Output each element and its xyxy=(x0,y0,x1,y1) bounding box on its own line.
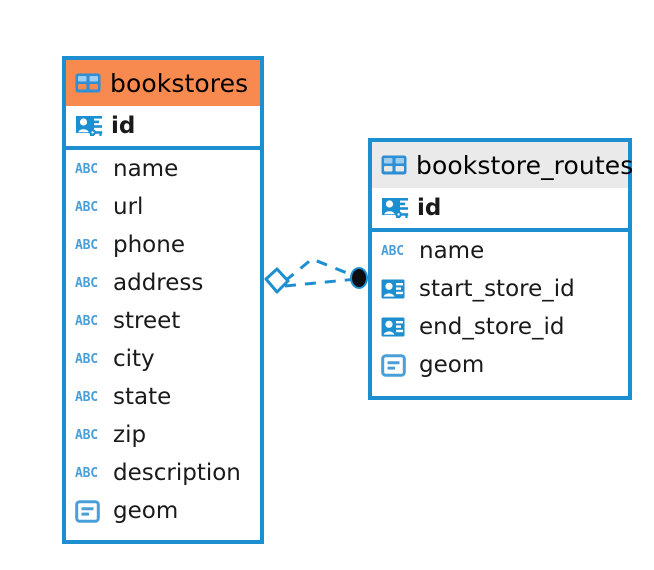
field-label-zip: zip xyxy=(113,421,147,448)
field-label-geom: geom xyxy=(113,497,179,524)
primary-key-icon xyxy=(75,113,103,139)
field-row-end-store-id[interactable]: end_store_id xyxy=(372,308,628,346)
field-row-geom[interactable]: geom xyxy=(66,492,260,530)
table-icon xyxy=(75,73,101,93)
field-row-geom[interactable]: geom xyxy=(372,346,628,384)
field-row-id[interactable]: id xyxy=(66,106,260,150)
field-label-city: city xyxy=(113,345,155,372)
entity-bookstores[interactable]: bookstores xyxy=(62,56,264,544)
entity-fields-bookstore-routes: id ABC name start_store_id xyxy=(372,188,628,384)
abc-icon: ABC xyxy=(75,199,98,215)
entity-title-bookstores: bookstores xyxy=(110,68,249,98)
geometry-icon xyxy=(75,499,105,523)
field-label-phone: phone xyxy=(113,231,185,258)
foreign-key-icon xyxy=(381,316,411,338)
field-label-start-store-id: start_store_id xyxy=(419,275,575,302)
field-row-start-store-id[interactable]: start_store_id xyxy=(372,270,628,308)
entity-header-bookstore-routes[interactable]: bookstore_routes xyxy=(372,142,633,188)
field-label-name: name xyxy=(113,155,179,182)
entity-bookstore-routes[interactable]: bookstore_routes xyxy=(368,138,633,400)
field-row-name[interactable]: ABC name xyxy=(66,150,260,188)
field-row-id[interactable]: id xyxy=(372,188,628,232)
entity-header-bookstores[interactable]: bookstores xyxy=(66,60,260,106)
entity-fields-bookstores: id ABC name ABC url ABC phone ABC addres… xyxy=(66,106,260,530)
field-label-name: name xyxy=(419,237,485,264)
relationship-branch-lower xyxy=(284,277,358,288)
open-diamond-marker xyxy=(264,267,290,294)
abc-icon: ABC xyxy=(75,313,98,329)
abc-icon: ABC xyxy=(381,243,404,259)
field-label-id: id xyxy=(417,194,442,221)
field-row-phone[interactable]: ABC phone xyxy=(66,226,260,264)
abc-icon: ABC xyxy=(75,465,98,481)
abc-icon: ABC xyxy=(75,275,98,291)
field-row-zip[interactable]: ABC zip xyxy=(66,416,260,454)
foreign-key-icon xyxy=(381,278,411,300)
filled-circle-marker xyxy=(350,267,368,289)
primary-key-icon xyxy=(381,195,409,221)
field-row-url[interactable]: ABC url xyxy=(66,188,260,226)
field-label-geom: geom xyxy=(419,351,485,378)
field-label-url: url xyxy=(113,193,144,220)
abc-icon: ABC xyxy=(75,351,98,367)
table-icon xyxy=(381,155,407,175)
relationship-branch-upper xyxy=(284,257,358,283)
abc-icon: ABC xyxy=(75,389,98,405)
field-label-state: state xyxy=(113,383,172,410)
field-row-city[interactable]: ABC city xyxy=(66,340,260,378)
abc-icon: ABC xyxy=(75,161,98,177)
field-label-id: id xyxy=(111,112,136,139)
field-row-street[interactable]: ABC street xyxy=(66,302,260,340)
geometry-icon xyxy=(381,353,411,377)
field-row-description[interactable]: ABC description xyxy=(66,454,260,492)
abc-icon: ABC xyxy=(75,237,98,253)
entity-title-bookstore-routes: bookstore_routes xyxy=(416,150,634,180)
field-row-name[interactable]: ABC name xyxy=(372,232,628,270)
field-row-state[interactable]: ABC state xyxy=(66,378,260,416)
field-label-description: description xyxy=(113,459,241,486)
field-label-end-store-id: end_store_id xyxy=(419,313,565,340)
field-row-address[interactable]: ABC address xyxy=(66,264,260,302)
abc-icon: ABC xyxy=(75,427,98,443)
field-label-address: address xyxy=(113,269,204,296)
field-label-street: street xyxy=(113,307,181,334)
